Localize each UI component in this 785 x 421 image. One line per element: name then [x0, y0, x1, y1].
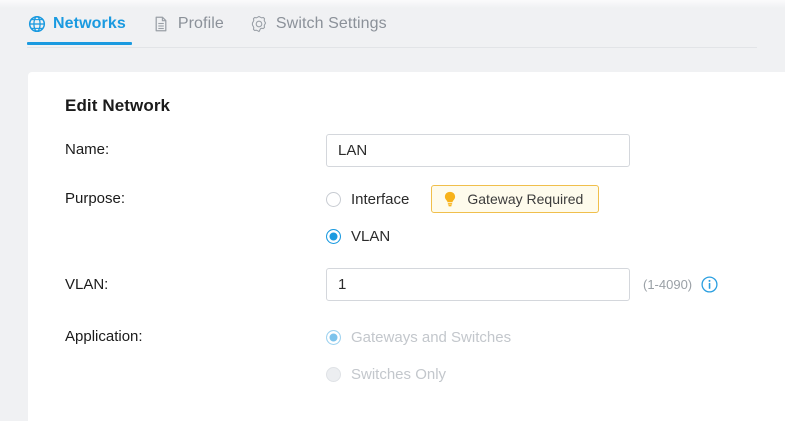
- tab-switch-settings[interactable]: Switch Settings: [250, 0, 387, 48]
- purpose-option-vlan-row: VLAN: [326, 223, 599, 249]
- purpose-option-vlan-label: VLAN: [351, 227, 391, 245]
- vlan-field-wrap: (1-4090): [326, 268, 718, 301]
- form-row-vlan: VLAN: (1-4090): [28, 268, 785, 324]
- application-option-gateways-switches-row: Gateways and Switches: [326, 324, 511, 350]
- purpose-option-interface-row: Interface Gateway Required: [326, 185, 600, 213]
- tab-networks[interactable]: Networks: [27, 0, 132, 48]
- vlan-input[interactable]: [326, 268, 630, 301]
- application-option-switches-only-row: Switches Only: [326, 361, 511, 387]
- tab-networks-label: Networks: [53, 15, 126, 32]
- application-radio-switches-only: [326, 366, 341, 382]
- document-icon: [152, 15, 171, 34]
- form-row-purpose: Purpose: Interface: [28, 185, 785, 268]
- panel-title: Edit Network: [65, 96, 171, 115]
- name-label: Name:: [65, 141, 110, 158]
- vlan-range-hint: (1-4090): [643, 277, 693, 292]
- edit-network-form: Name: Purpose: Interface: [28, 134, 785, 402]
- purpose-radio-interface[interactable]: [326, 191, 341, 207]
- form-row-application: Application: Gateways and Switches Switc…: [28, 324, 785, 402]
- application-radio-gateways-and-switches: [326, 329, 341, 345]
- purpose-label: Purpose:: [65, 190, 126, 207]
- purpose-option-interface-label: Interface: [351, 190, 410, 208]
- tab-list: Networks Profile: [27, 0, 413, 48]
- application-options: Gateways and Switches Switches Only: [326, 324, 511, 387]
- vlan-label: VLAN:: [65, 276, 109, 293]
- application-option-switches-only-label: Switches Only: [351, 365, 447, 383]
- top-sheen: [0, 0, 785, 8]
- tab-profile-label: Profile: [177, 15, 224, 32]
- application-option-gateways-switches-label: Gateways and Switches: [351, 328, 512, 346]
- tab-profile[interactable]: Profile: [152, 0, 224, 48]
- gateway-required-badge: Gateway Required: [431, 185, 600, 213]
- info-circle-icon[interactable]: [701, 276, 718, 293]
- tab-active-indicator: [27, 42, 132, 45]
- edit-network-panel: Edit Network Name: Purpose: Interface: [28, 72, 785, 421]
- name-field-wrap: [326, 134, 630, 167]
- name-input[interactable]: [326, 134, 630, 167]
- gateway-required-badge-label: Gateway Required: [467, 191, 584, 207]
- form-row-name: Name:: [28, 134, 785, 186]
- globe-icon: [27, 15, 46, 34]
- lightbulb-icon: [443, 191, 457, 207]
- gear-icon: [250, 15, 269, 34]
- application-label: Application:: [65, 328, 143, 345]
- tab-bar: Networks Profile: [0, 0, 785, 50]
- tab-bar-divider: [27, 47, 757, 48]
- purpose-options: Interface Gateway Required: [326, 185, 600, 249]
- purpose-radio-vlan[interactable]: [326, 228, 341, 244]
- tab-switch-settings-label: Switch Settings: [275, 15, 387, 32]
